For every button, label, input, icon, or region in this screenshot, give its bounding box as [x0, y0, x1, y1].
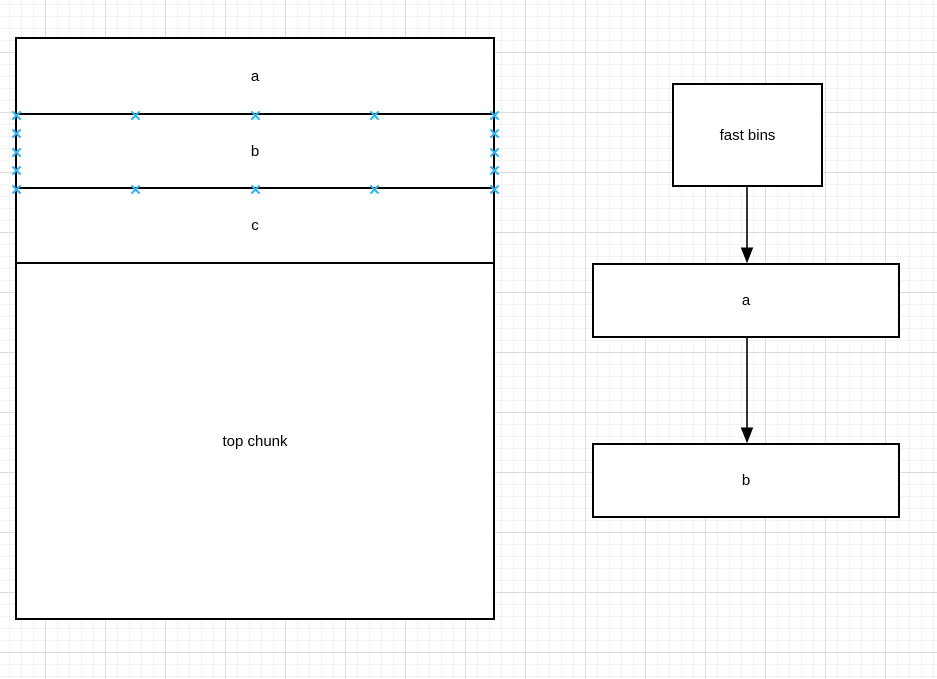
connection-point-icon[interactable] — [11, 163, 22, 175]
flow-node-fast-bins[interactable]: fast bins — [672, 83, 823, 187]
memory-stack-shape[interactable]: a b c top chunk — [15, 37, 495, 620]
stack-section-b[interactable]: b — [17, 113, 493, 187]
connection-point-icon[interactable] — [489, 182, 500, 194]
connection-point-icon[interactable] — [11, 145, 22, 157]
connection-point-icon[interactable] — [489, 108, 500, 120]
connection-point-icon[interactable] — [250, 108, 261, 120]
stack-section-label: b — [250, 142, 260, 160]
flow-node-label: fast bins — [719, 126, 776, 144]
stack-section-c[interactable]: c — [17, 187, 493, 262]
stack-section-a[interactable]: a — [17, 39, 493, 113]
arrow-fast-bins-to-a[interactable] — [740, 187, 754, 264]
connection-point-icon[interactable] — [11, 126, 22, 138]
arrowhead-icon — [740, 427, 754, 444]
flow-node-b[interactable]: b — [592, 443, 900, 518]
stack-section-label: c — [251, 217, 259, 234]
connection-point-icon[interactable] — [250, 182, 261, 194]
stack-section-label: a — [250, 67, 260, 85]
connection-point-icon[interactable] — [489, 145, 500, 157]
connection-point-icon[interactable] — [369, 182, 380, 194]
connection-point-icon[interactable] — [369, 108, 380, 120]
flow-node-a[interactable]: a — [592, 263, 900, 338]
arrow-a-to-b[interactable] — [740, 338, 754, 444]
stack-section-top-chunk[interactable]: top chunk — [17, 262, 493, 618]
connection-point-icon[interactable] — [130, 182, 141, 194]
connection-point-icon[interactable] — [489, 163, 500, 175]
flow-node-label: b — [741, 472, 751, 489]
connection-point-icon[interactable] — [11, 108, 22, 120]
flow-node-label: a — [741, 292, 751, 309]
arrowhead-icon — [740, 247, 754, 264]
connection-point-icon[interactable] — [130, 108, 141, 120]
connection-point-icon[interactable] — [11, 182, 22, 194]
connection-point-icon[interactable] — [489, 126, 500, 138]
stack-section-label: top chunk — [222, 432, 288, 450]
